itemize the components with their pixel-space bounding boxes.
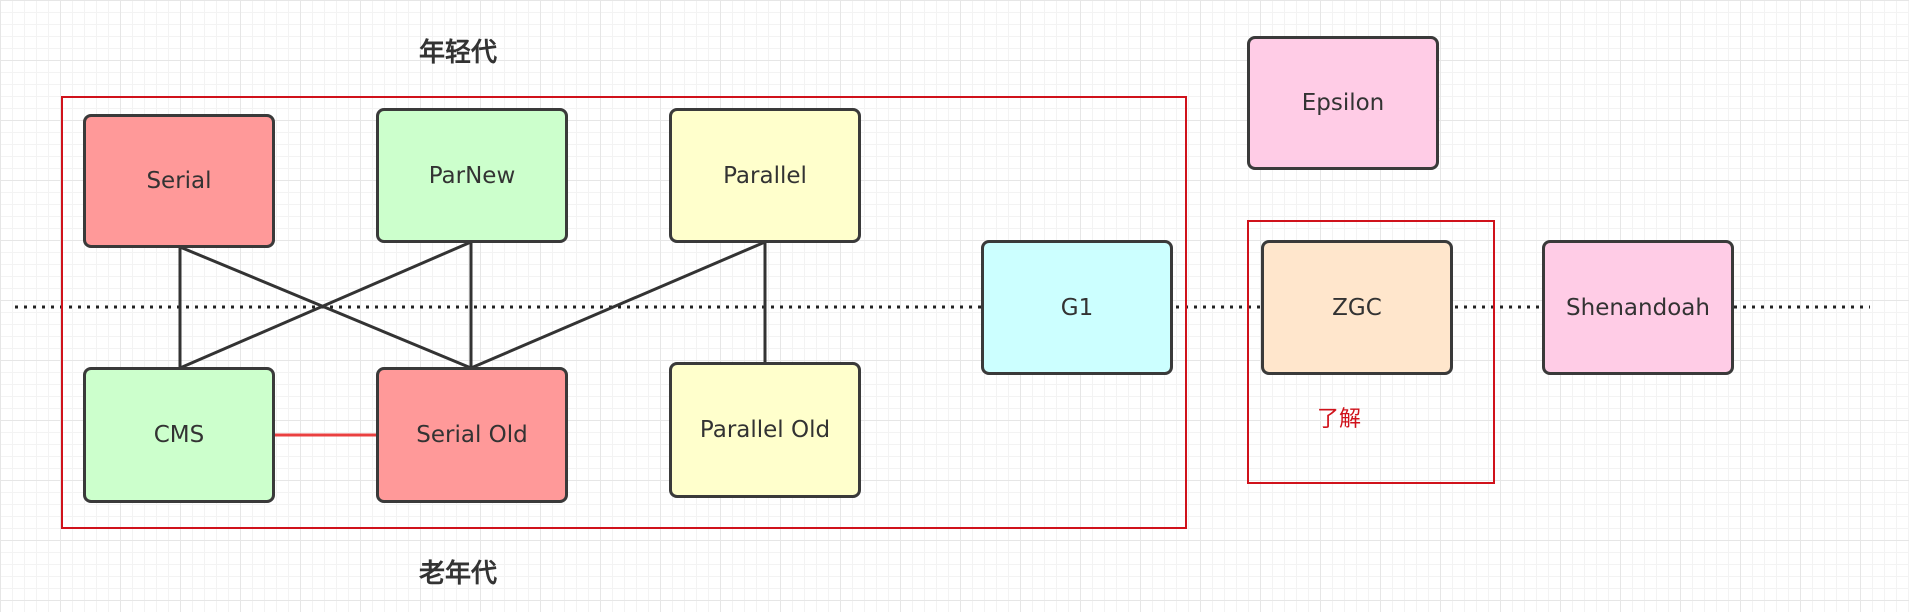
parallel-node: Parallel xyxy=(669,108,861,243)
zgc-node: ZGC xyxy=(1261,240,1453,375)
classic-collectors-box xyxy=(61,96,1187,529)
parnew-node: ParNew xyxy=(376,108,568,243)
connector-serial-serial-old xyxy=(179,245,472,370)
epsilon-node: Epsilon xyxy=(1247,36,1439,170)
connector-parnew-cms xyxy=(179,240,472,370)
young-generation-label: 年轻代 xyxy=(419,38,498,68)
serial-node: Serial xyxy=(83,114,275,248)
zgc-note-label: 了解 xyxy=(1317,407,1362,432)
zgc-box xyxy=(1247,220,1495,484)
cms-node: CMS xyxy=(83,367,275,503)
parallel-old-node: Parallel Old xyxy=(669,362,861,498)
serial-old-node: Serial Old xyxy=(376,367,568,503)
old-generation-label: 老年代 xyxy=(419,559,498,589)
shenandoah-node: Shenandoah xyxy=(1542,240,1734,375)
g1-node: G1 xyxy=(981,240,1173,375)
connector-parallel-serial-old xyxy=(470,240,766,370)
